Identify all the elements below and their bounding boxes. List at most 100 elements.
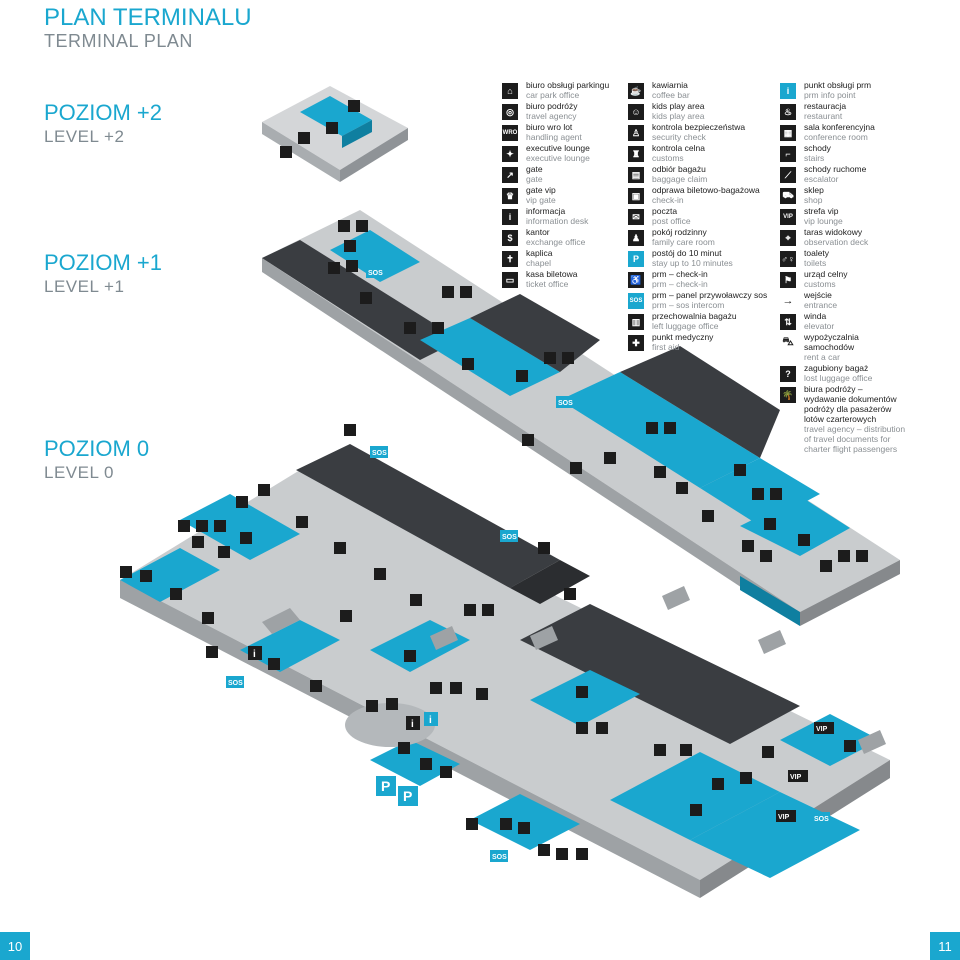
legend-label-pl: kontrola celna: [652, 143, 705, 153]
first-aid-icon: ✚: [628, 335, 644, 351]
legend-label-pl: winda: [804, 311, 827, 321]
baggage-claim-icon: ▤: [628, 167, 644, 183]
legend-label-pl: gate vip: [526, 185, 556, 195]
legend-label-en: baggage claim: [652, 174, 708, 184]
level-2-subtitle: LEVEL +2: [44, 127, 125, 146]
post-icon: ✉: [628, 209, 644, 225]
prm-checkin-icon: ♿: [628, 272, 644, 288]
legend-label-en: family care room: [652, 237, 715, 247]
legend-label-en: restaurant: [804, 111, 843, 121]
legend-label-en: escalator: [804, 174, 839, 184]
entrance-arrows: [262, 586, 886, 754]
legend-label-pl: sklep: [804, 185, 824, 195]
level-2-label: POZIOM +2 LEVEL +2: [44, 100, 162, 147]
legend-label-en: prm – check-in: [652, 279, 708, 289]
legend-label-pl: biuro wro lot: [526, 122, 573, 132]
vip-gate-icon: ♛: [502, 188, 518, 204]
parking-marker: P: [403, 788, 412, 804]
map-markers: SOS SOS SOS SOS SOS SOS SOS VIP VIP VIP …: [226, 266, 834, 862]
legend-label-pl: kontrola bezpieczeństwa: [652, 122, 746, 132]
sos-icon: SOS: [628, 293, 644, 309]
legend-label-pl: kasa biletowa: [526, 269, 578, 279]
sos-marker: SOS: [502, 534, 517, 541]
service-icons: [120, 100, 868, 860]
legend-label-en: coffee bar: [652, 90, 690, 100]
legend-label-pl: biuro podróży: [526, 101, 578, 111]
page-title: PLAN TERMINALU: [44, 4, 252, 31]
legend-label-en: gate: [526, 174, 543, 184]
customs-icon: ♜: [628, 146, 644, 162]
sos-marker: SOS: [372, 450, 387, 457]
legend-label-en: kids play area: [652, 111, 705, 121]
legend-label-pl: punkt medyczny: [652, 332, 714, 342]
legend-label-en: elevator: [804, 321, 835, 331]
legend-label-pl: pokój rodzinny: [652, 227, 707, 237]
legend-label-en: post office: [652, 216, 691, 226]
legend-label-pl: biura podróży – wydawanie dokumentów pod…: [804, 384, 897, 424]
car-rental-icon: ⛍: [780, 335, 796, 351]
legend-label-pl: odbiór bagażu: [652, 164, 706, 174]
prm-info-icon: i: [780, 83, 796, 99]
stairs-icon: ⌐: [780, 146, 796, 162]
information-icon: i: [502, 209, 518, 225]
vip-marker: VIP: [816, 726, 828, 733]
legend-label-pl: toalety: [804, 248, 830, 258]
legend-label-en: customs: [652, 153, 684, 163]
legend-label-en: lost luggage office: [804, 373, 873, 383]
legend-label-en: car park office: [526, 90, 580, 100]
legend-label-en: check-in: [652, 195, 684, 205]
legend-label-pl: schody: [804, 143, 831, 153]
legend-label-en: information desk: [526, 216, 589, 226]
sos-marker: SOS: [558, 400, 573, 407]
lost-luggage-icon: ?: [780, 366, 796, 382]
legend-label-en: chapel: [526, 258, 552, 268]
level-2-title: POZIOM +2: [44, 100, 162, 125]
check-in-icon: ▣: [628, 188, 644, 204]
page-number-right: 11: [930, 932, 960, 960]
customs-office-icon: ⚑: [780, 272, 796, 288]
legend-label-pl: sala konferencyjna: [804, 122, 875, 132]
legend-label-pl: taras widokowy: [804, 227, 863, 237]
level-0-subtitle: LEVEL 0: [44, 463, 114, 482]
observation-icon: ⌖: [780, 230, 796, 246]
exchange-icon: $: [502, 230, 518, 246]
kids-play-icon: ☺: [628, 104, 644, 120]
legend-label-en: rent a car: [804, 352, 840, 362]
entrance-icon: →: [780, 293, 796, 309]
legend-label-en: toilets: [804, 258, 827, 268]
legend-label-pl: kids play area: [652, 101, 705, 111]
legend-label-pl: wejście: [804, 290, 832, 300]
parking-marker: P: [381, 778, 390, 794]
legend-label-en: handling agent: [526, 132, 582, 142]
legend-label-pl: zagubiony bagaż: [804, 363, 869, 373]
legend-label-pl: strefa vip: [804, 206, 839, 216]
page-subtitle: TERMINAL PLAN: [44, 31, 193, 51]
legend-label-en: stay up to 10 minutes: [652, 258, 733, 268]
